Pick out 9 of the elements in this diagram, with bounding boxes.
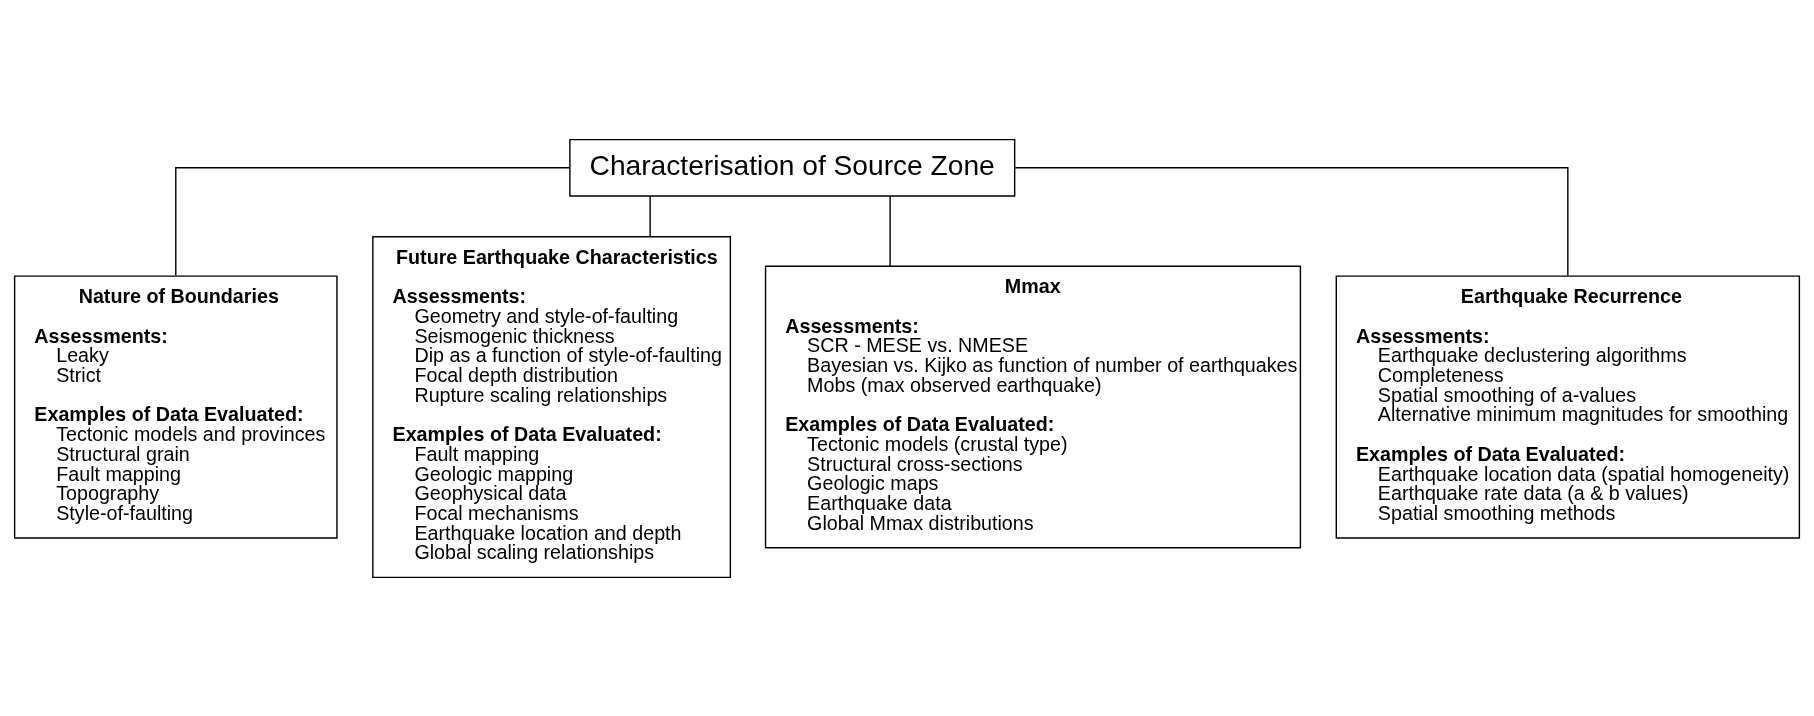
node-box: Earthquake Recurrence Assessments: Earthquake declustering algorithms Completeness Spatial smoothing of a-values Alternative minimum magnitudes for smoothing Examples of Data Evaluated: Earthquake location data (spatial homogeneity) Earthquake rate data (a & b values) Spatial smoothing methods xyxy=(1335,274,1801,539)
node-box: Future Earthquake Characteristics Assessments: Geometry and style-of-faulting Seismogenic thickness Dip as a function of style-of-faulting Focal depth distribution Rupture scaling relationships Examples of Data Evaluated: Fault mapping Geologic mapping Geophysical data Focal mechanisms Earthquake location and depth Global scaling relationships xyxy=(372,235,732,578)
connector xyxy=(649,194,651,237)
connector xyxy=(889,194,891,267)
node-box: Mmax Assessments: SCR - MESE vs. NMESE Bayesian vs. Kijko as function of number of earthquakes Mobs (max observed earthquake) Examples of Data Evaluated: Tectonic models (crustal type) Structural cross-sections Geologic maps Earthquake data Global Mmax distributions xyxy=(764,265,1302,548)
node-box: Nature of Boundaries Assessments: Leaky Strict Examples of Data Evaluated: Tectonic models and provinces Structural grain Fault mapping Topography Style-of-faulting xyxy=(13,274,338,539)
connector xyxy=(1014,166,1569,276)
connector xyxy=(175,166,571,276)
node-box: Characterisation of Source Zone xyxy=(569,138,1016,197)
